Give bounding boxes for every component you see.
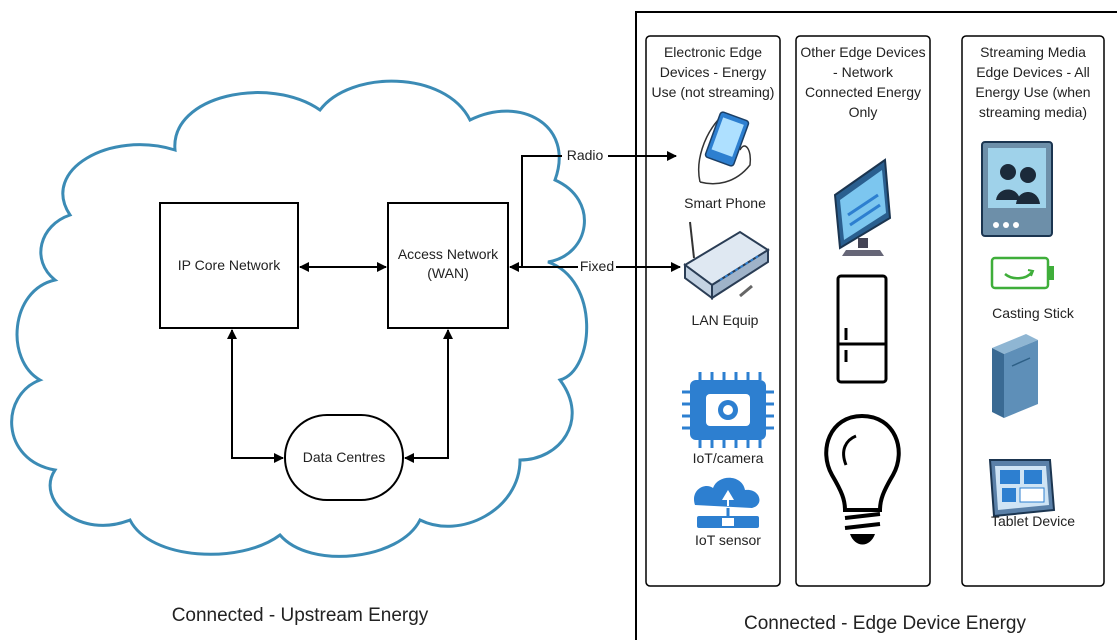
column-2-title-line-2: - Network xyxy=(833,64,893,80)
core-datacentre-link xyxy=(227,329,284,463)
monitor-icon xyxy=(833,158,892,256)
column-2-title-line-4: Only xyxy=(848,104,878,120)
access-network-label: Access Network (WAN) xyxy=(388,245,508,283)
tablet-icon xyxy=(988,459,1056,518)
column-3-title-line-4: streaming media) xyxy=(978,104,1088,120)
radio-link xyxy=(510,151,677,268)
fridge-icon xyxy=(836,274,888,384)
edge-column-3 xyxy=(961,35,1105,587)
column-3-title-line-3: Energy Use (when xyxy=(975,84,1091,100)
edge-column-1 xyxy=(645,35,781,587)
lan-equip-label: LAN Equip xyxy=(691,312,759,328)
upstream-caption: Connected - Upstream Energy xyxy=(171,605,429,626)
column-1-title-line-1: Electronic Edge xyxy=(663,44,763,60)
tablet-device-label: Tablet Device xyxy=(990,513,1076,529)
column-3-title-line-1: Streaming Media xyxy=(980,44,1086,60)
iot-camera-label: IoT/camera xyxy=(692,450,764,466)
upstream-cloud xyxy=(10,79,589,558)
radio-label: Radio xyxy=(562,146,608,165)
column-2-title: Other Edge Devices - Network Connected E… xyxy=(796,42,930,122)
data-centres-label: Data Centres xyxy=(302,449,386,465)
lightbulb-icon xyxy=(824,413,901,545)
casting-stick-icon xyxy=(990,256,1054,290)
edge-panel-border xyxy=(635,11,1117,640)
iot-sensor-label: IoT sensor xyxy=(695,532,761,548)
set-top-box-icon xyxy=(992,334,1038,418)
access-network-box xyxy=(387,202,509,329)
access-network-line-2: (WAN) xyxy=(427,265,469,281)
smart-phone-label: Smart Phone xyxy=(684,195,766,211)
tv-icon xyxy=(981,141,1053,237)
ip-core-network-label: IP Core Network xyxy=(177,257,281,273)
iot-camera-icon xyxy=(682,372,774,448)
smartphone-icon xyxy=(698,111,752,185)
edge-caption: Connected - Edge Device Energy xyxy=(744,613,1026,634)
column-2-title-line-3: Connected Energy xyxy=(805,84,921,100)
data-centres-box xyxy=(284,414,404,501)
casting-stick-label: Casting Stick xyxy=(992,305,1074,321)
column-1-title: Electronic Edge Devices - Energy Use (no… xyxy=(646,42,780,102)
access-network-line-1: Access Network xyxy=(397,246,499,262)
router-icon xyxy=(683,221,770,300)
column-1-title-line-2: Devices - Energy xyxy=(659,64,767,80)
ip-core-network-box xyxy=(159,202,299,329)
column-1-title-line-3: Use (not streaming) xyxy=(651,84,775,100)
access-datacentre-link xyxy=(404,329,453,463)
column-3-title: Streaming Media Edge Devices - All Energ… xyxy=(962,42,1104,122)
column-3-title-line-2: Edge Devices - All xyxy=(976,64,1090,80)
edge-column-2 xyxy=(795,35,931,587)
iot-sensor-icon xyxy=(694,477,760,528)
column-2-title-line-1: Other Edge Devices xyxy=(800,44,926,60)
fixed-label: Fixed xyxy=(578,257,616,276)
